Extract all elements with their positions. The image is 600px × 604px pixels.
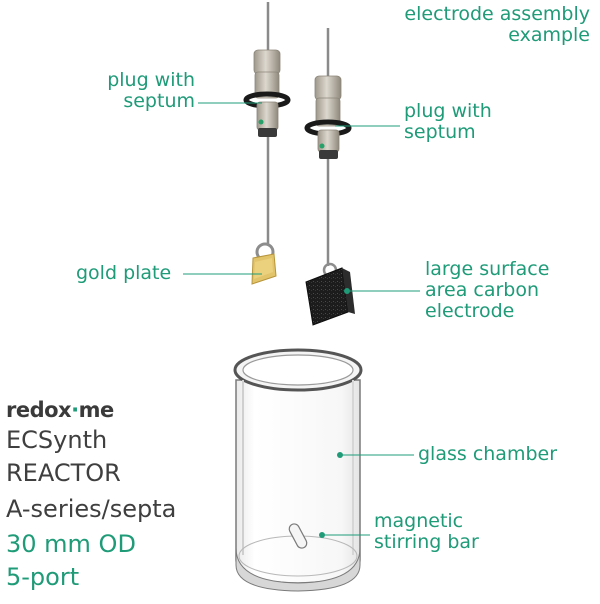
- brand-logo: redox·me: [6, 398, 114, 422]
- left-plug: [243, 49, 291, 137]
- right-electrode: [304, 28, 355, 326]
- product-line-5: 5-port: [6, 563, 80, 591]
- brand-prefix: redox: [6, 398, 72, 422]
- stirring-bar: [288, 523, 308, 549]
- label-stir-1: magnetic: [374, 510, 464, 532]
- left-electrode: [243, 2, 291, 285]
- product-line-2: REACTOR: [6, 459, 121, 487]
- label-gold-plate: gold plate: [76, 262, 172, 284]
- right-plug: [304, 75, 352, 159]
- label-glass-chamber: glass chamber: [418, 443, 558, 465]
- label-carbon-3: electrode: [425, 300, 515, 322]
- left-indicator-dot: [258, 119, 264, 125]
- leader-lines: [183, 102, 420, 536]
- title-line-1: electrode assembly: [404, 3, 590, 25]
- right-indicator-dot: [319, 143, 325, 149]
- carbon-electrode: [305, 262, 355, 326]
- label-stir-2: stirring bar: [374, 531, 479, 553]
- label-carbon-2: area carbon: [425, 279, 540, 301]
- label-plug-right-2: septum: [404, 121, 476, 143]
- brand-suffix: me: [78, 398, 115, 422]
- label-plug-right-1: plug with: [404, 100, 492, 122]
- gold-plate: [251, 242, 277, 285]
- title-line-2: example: [508, 24, 590, 46]
- label-plug-left-1: plug with: [107, 69, 195, 91]
- label-carbon-1: large surface: [425, 258, 550, 280]
- product-line-4: 30 mm OD: [6, 530, 136, 558]
- product-line-3: A-series/septa: [6, 495, 177, 523]
- glass-chamber: [233, 348, 363, 592]
- product-line-1: ECSynth: [6, 426, 108, 454]
- brand-separator: ·: [71, 398, 79, 422]
- carbon-label-dot: [344, 288, 350, 294]
- label-plug-left-2: septum: [123, 90, 195, 112]
